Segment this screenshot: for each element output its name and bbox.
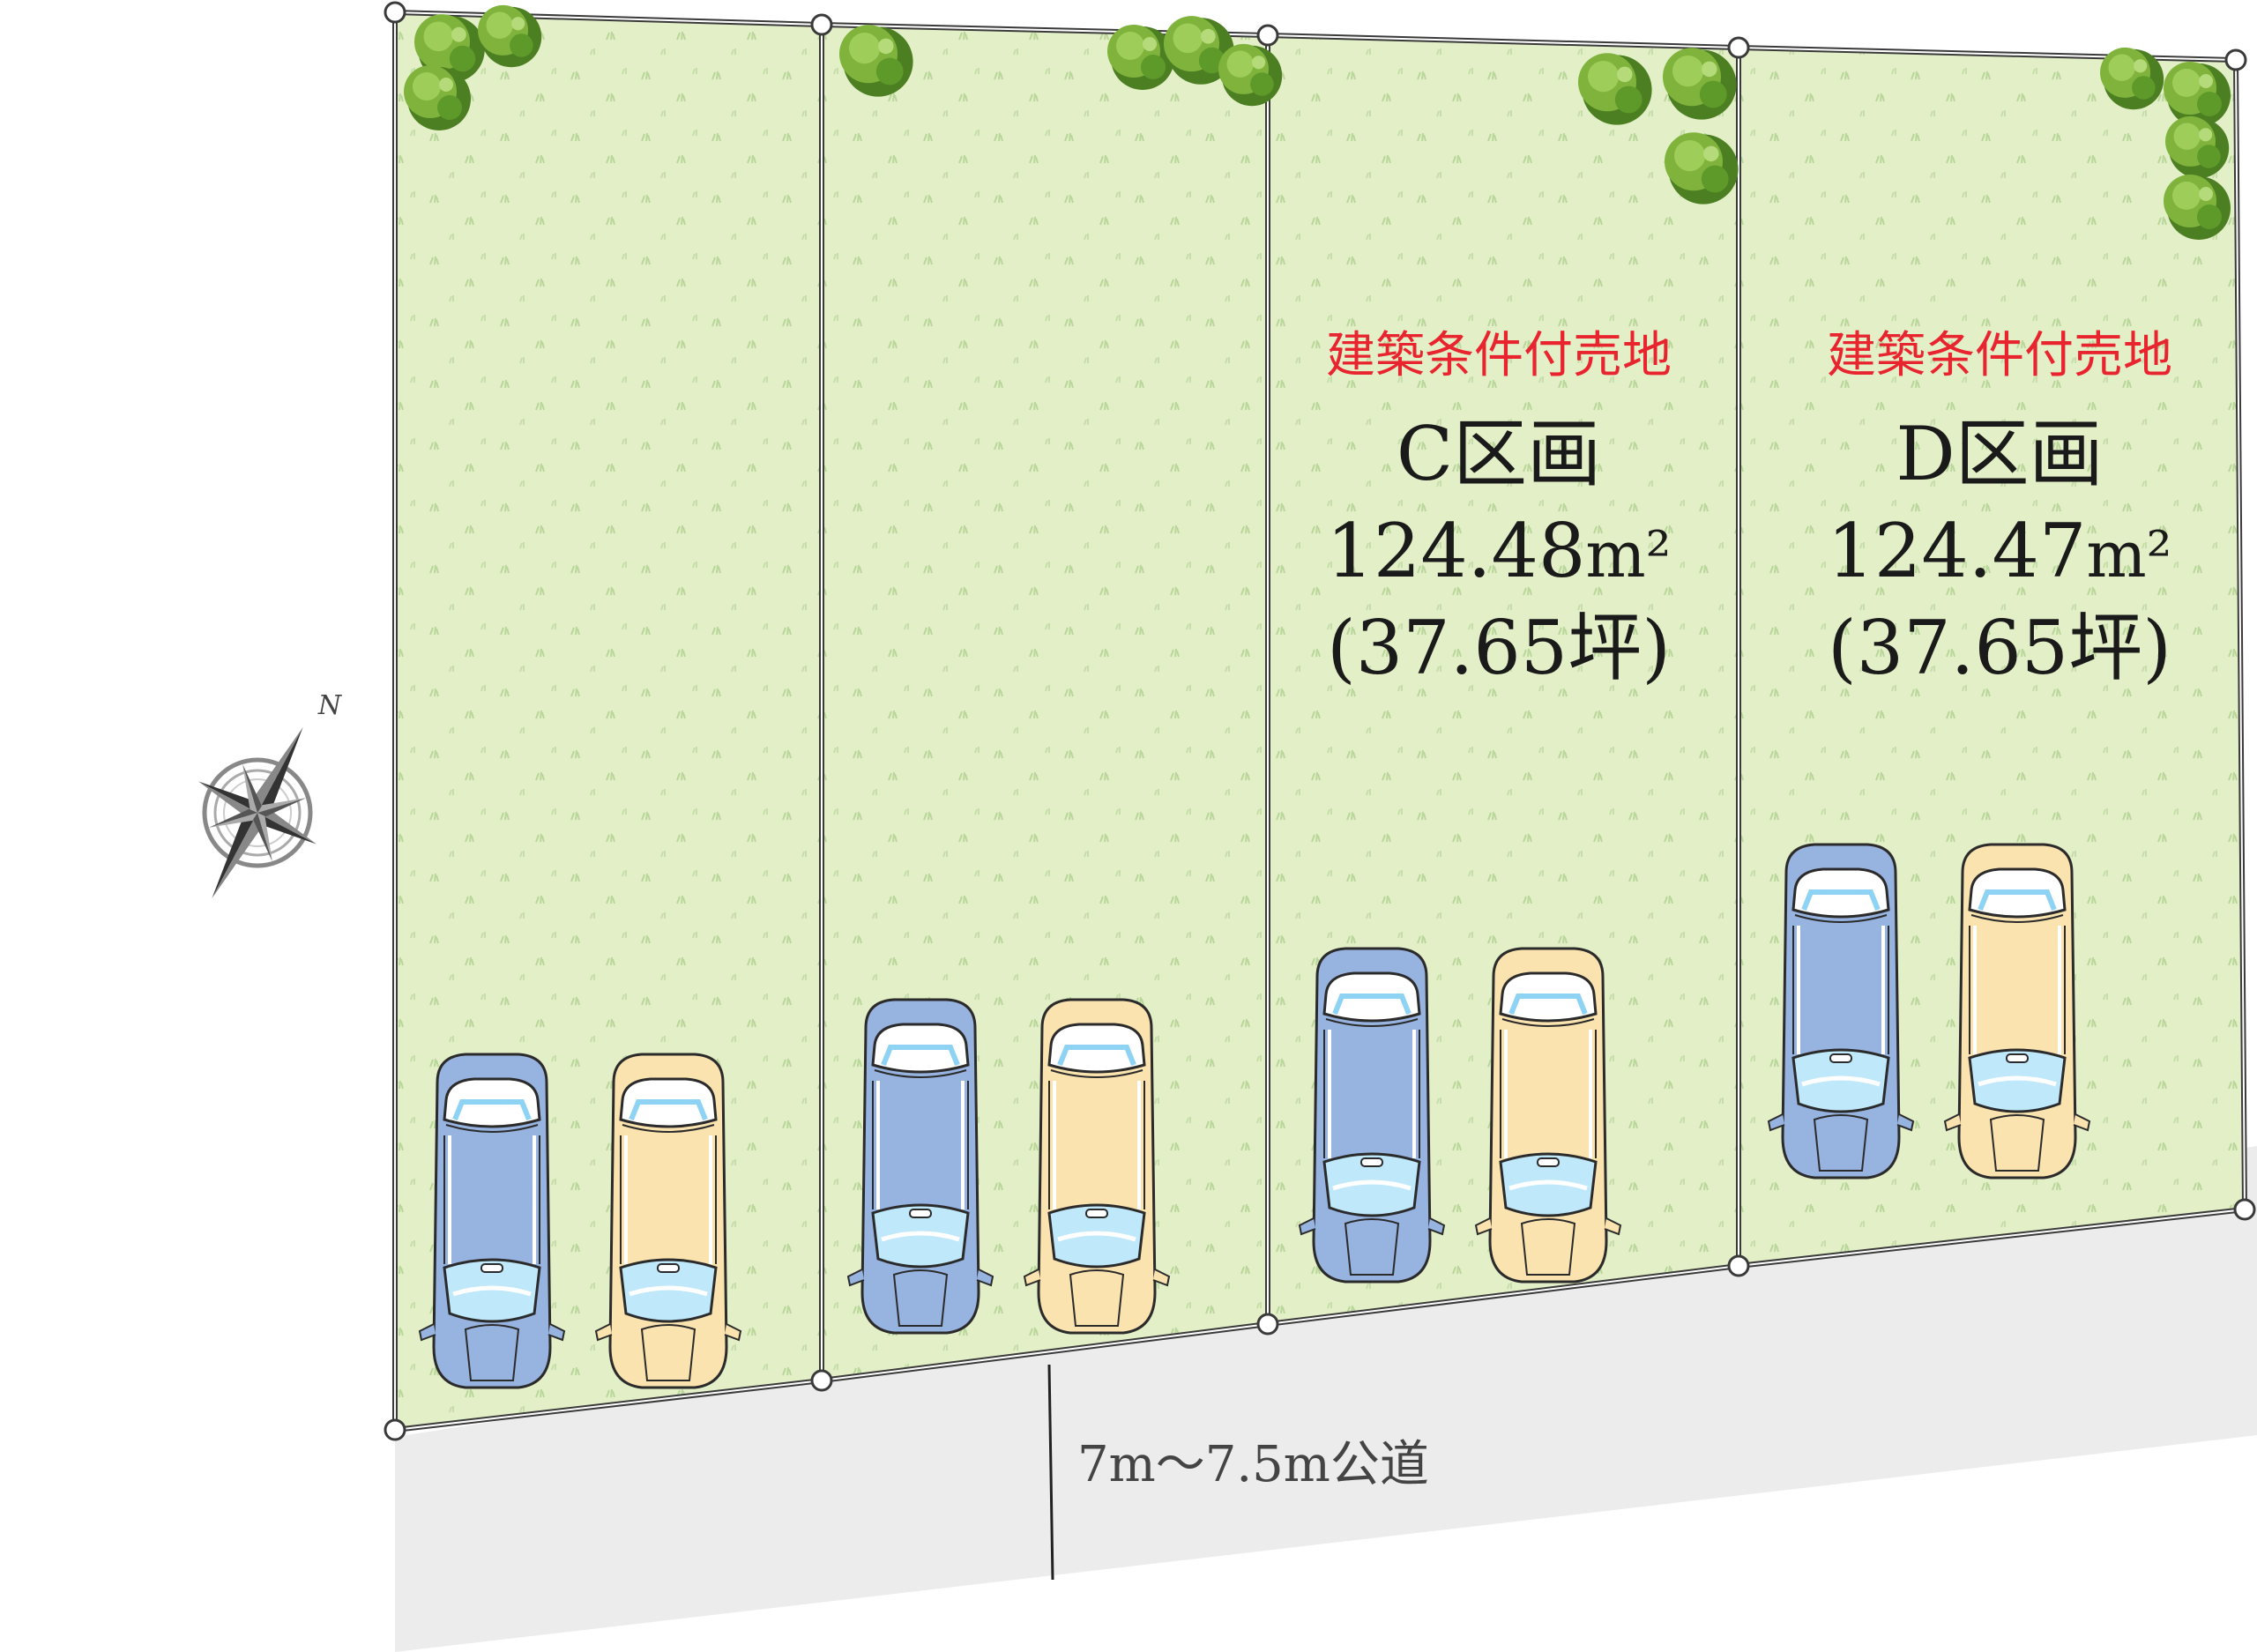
- road-width-indicator: 7m〜7.5m公道: [1047, 1364, 1429, 1581]
- public-road: [395, 1146, 2257, 1652]
- lot-d-area-unit: m²: [2086, 517, 2171, 592]
- road-label: 7m〜7.5m公道: [1077, 1436, 1429, 1493]
- car-icon: [1476, 949, 1620, 1282]
- car-icon: [1769, 845, 1913, 1178]
- lot-c-area: 124.48m²: [1326, 508, 1671, 594]
- lot-c-condition: 建築条件付売地: [1326, 327, 1672, 384]
- lot-d-condition: 建築条件付売地: [1827, 327, 2172, 384]
- compass-rose-icon: N: [197, 690, 343, 899]
- car-icon: [1024, 1000, 1169, 1333]
- boundary-markers: [384, 1, 2256, 1441]
- lot-d-name: D区画: [1896, 411, 2103, 497]
- lot-c-tsubo: (37.65坪): [1327, 605, 1671, 691]
- lot-c-area-value: 124.48: [1326, 508, 1585, 594]
- car-icon: [420, 1054, 564, 1388]
- car-icon: [596, 1054, 741, 1388]
- car-icon: [1300, 949, 1444, 1282]
- lot-d-info: 建築条件付売地 D区画 124.47m² (37.65坪): [1827, 327, 2172, 691]
- car-icon: [848, 1000, 993, 1333]
- compass-north-label: N: [317, 690, 343, 721]
- lot-d-area: 124.47m²: [1827, 508, 2171, 594]
- lot-c-name: C区画: [1397, 411, 1601, 497]
- car-icon: [1945, 845, 2089, 1178]
- lot-c-area-unit: m²: [1585, 517, 1671, 592]
- lot-d-area-value: 124.47: [1827, 508, 2086, 594]
- lot-d-tsubo: (37.65坪): [1828, 605, 2171, 691]
- lot-c-info: 建築条件付売地 C区画 124.48m² (37.65坪): [1326, 327, 1672, 691]
